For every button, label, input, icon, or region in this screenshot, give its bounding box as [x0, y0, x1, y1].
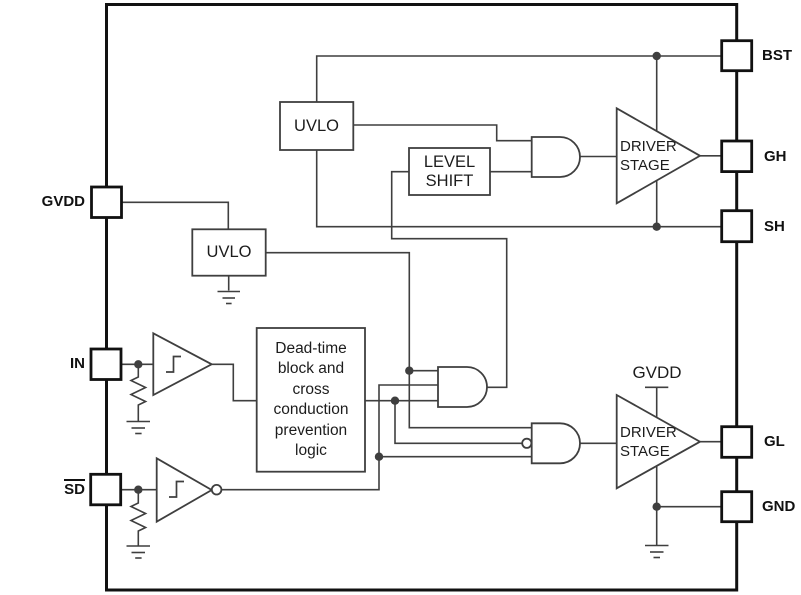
junction-dot: [390, 396, 400, 405]
wire-uvlo-low-out: [265, 251, 532, 429]
pulldown-resistor-sd: [129, 489, 148, 546]
schmitt-buffer-in: [152, 331, 214, 397]
gvdd-supply-label: GVDD: [632, 363, 682, 382]
deadtime-block: [255, 327, 366, 473]
level-shift-block: [408, 147, 491, 196]
pin-pad-sh: [720, 209, 754, 244]
wire-inverter-to-and-mid: [221, 384, 438, 491]
junction-dot: [405, 366, 414, 375]
deadtime-label: Dead-time block and cross conduction pre…: [273, 339, 349, 460]
level-shift-label: LEVEL SHIFT: [423, 152, 476, 190]
uvlo-high-label: UVLO: [294, 116, 339, 135]
pin-pad-sd: [89, 472, 123, 507]
junction-dot: [134, 360, 143, 369]
driver-stage-low: [615, 393, 702, 490]
ground-symbol-sd: [126, 545, 150, 559]
pin-pad-gvdd: [90, 185, 123, 219]
hysteresis-icon-in: [166, 355, 181, 373]
driver-stage-high-label: DRIVER STAGE: [620, 138, 677, 174]
junction-dot: [134, 485, 143, 494]
and-gate-mid: [437, 366, 488, 408]
wire-uvlo-high-to-and: [353, 124, 532, 142]
pin-label-gl: GL: [764, 433, 785, 450]
ground-symbol-uvlo-low: [217, 290, 240, 305]
pin-pad-gl: [720, 425, 754, 459]
ground-symbol-in: [126, 420, 150, 435]
inverter-bubble-sd: [210, 484, 223, 496]
pin-pad-in: [89, 347, 123, 381]
pulldown-resistor-in: [129, 364, 148, 421]
pin-label-gvdd: GVDD: [41, 193, 85, 210]
junction-dot: [652, 51, 661, 61]
and-gate-low-input-bubble: [521, 437, 533, 449]
wire-and-mid-to-level-shift: [390, 170, 508, 389]
uvlo-high-block: [279, 101, 355, 151]
ic-boundary: [105, 3, 739, 592]
hysteresis-icon-sd: [169, 480, 184, 498]
wire-bst-rail: [315, 55, 722, 102]
pin-label-sd: SD: [64, 479, 85, 498]
junction-dot: [374, 452, 384, 461]
junction-dot: [652, 502, 661, 511]
pin-label-gh: GH: [764, 148, 787, 165]
wire-deadtime-to-and-low-bubble: [394, 400, 523, 445]
wire-sh-rail: [315, 150, 722, 228]
schmitt-inverter-sd: [155, 456, 214, 524]
driver-stage-low-label: DRIVER STAGE: [620, 424, 677, 460]
wire-gvdd-to-uvlo-low: [121, 201, 230, 230]
pin-pad-bst: [720, 39, 754, 73]
ground-symbol-driver-low: [645, 544, 669, 559]
junction-dot: [652, 222, 661, 231]
and-gate-low: [530, 422, 581, 465]
and-gate-high: [530, 136, 581, 178]
pin-label-in: IN: [70, 355, 85, 372]
pin-label-gnd: GND: [762, 498, 796, 515]
uvlo-low-label: UVLO: [206, 243, 252, 261]
pin-pad-gnd: [720, 490, 754, 524]
pin-label-bst: BST: [762, 47, 792, 64]
uvlo-low-block: [191, 228, 267, 277]
driver-stage-high: [615, 106, 702, 205]
pin-pad-gh: [720, 139, 754, 174]
pin-label-sh: SH: [764, 218, 785, 235]
wire-buffer-to-deadtime: [211, 363, 257, 402]
